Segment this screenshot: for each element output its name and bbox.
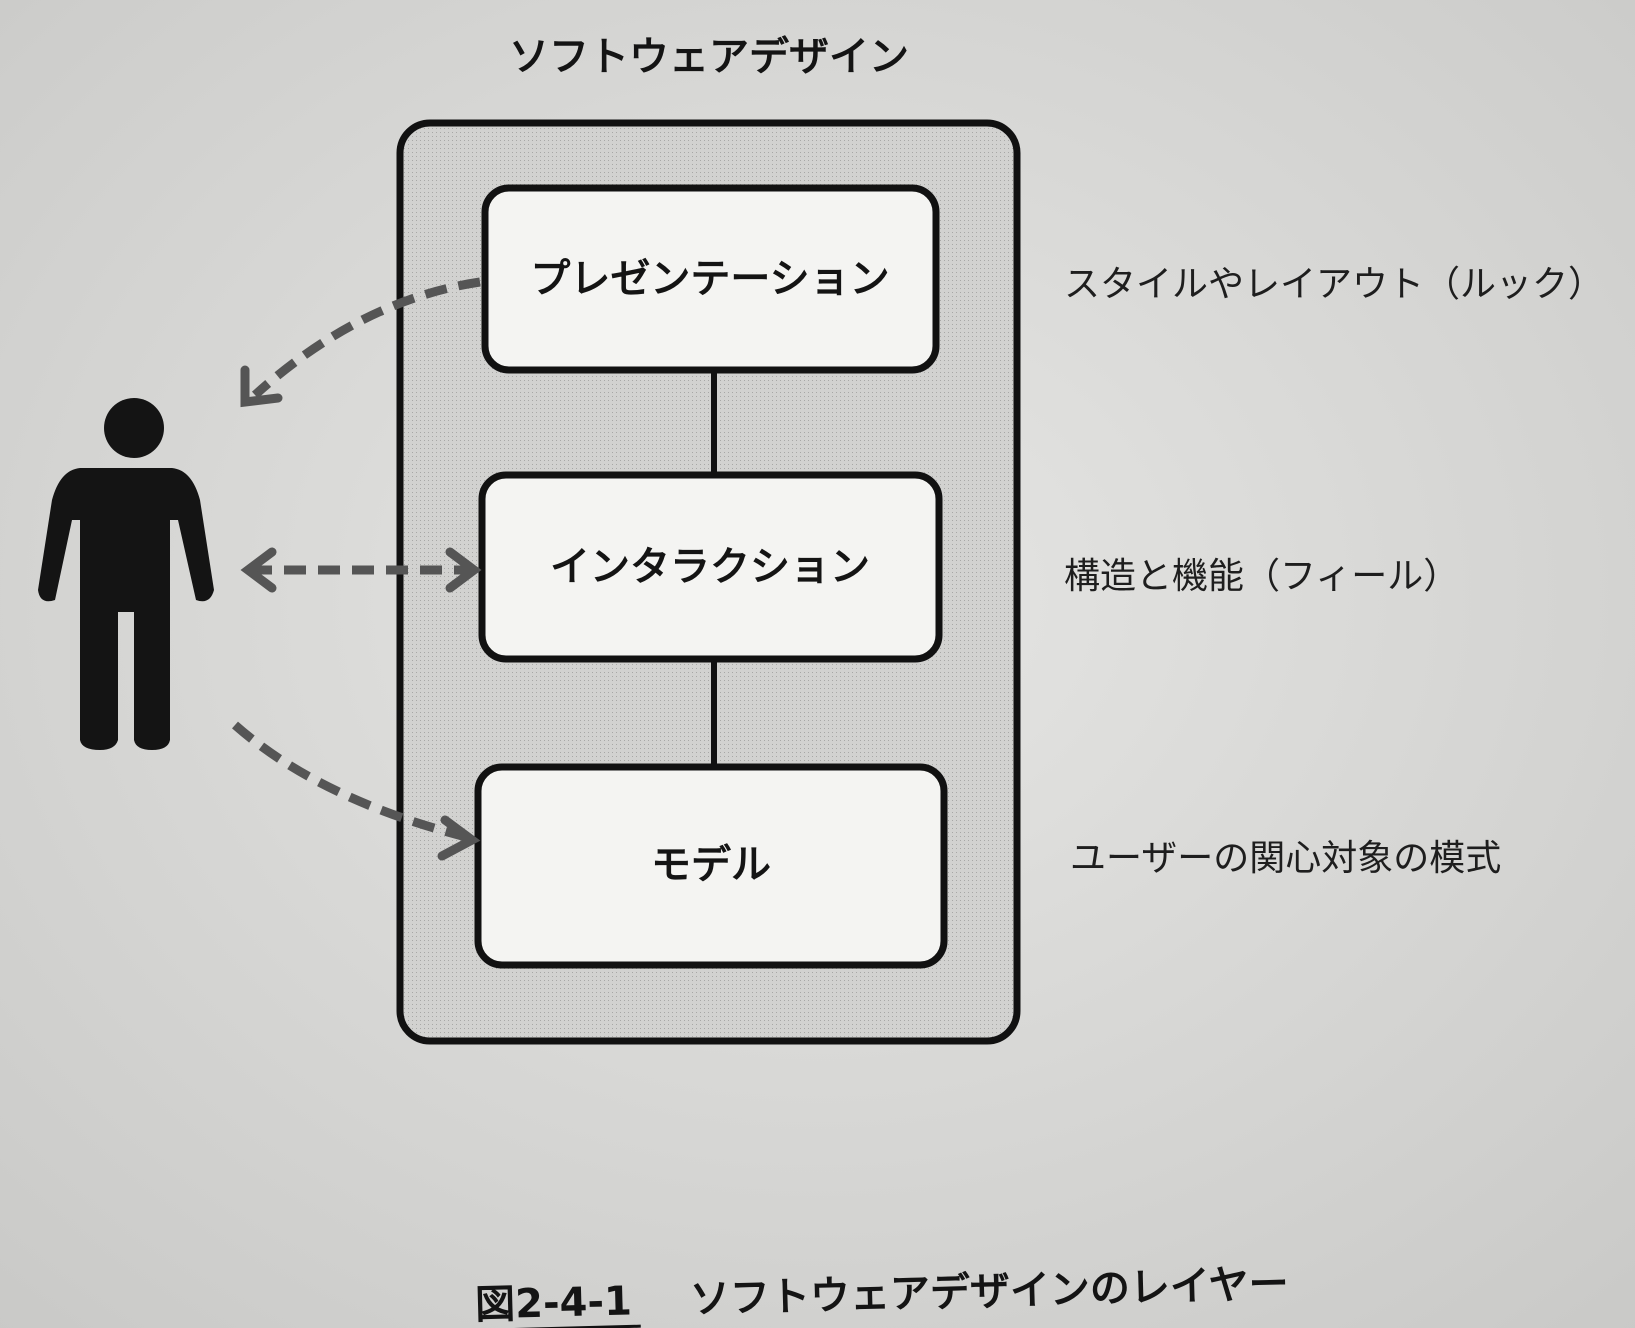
model-description: ユーザーの関心対象の模式 — [1070, 838, 1501, 879]
arrowhead-icon — [445, 547, 482, 593]
diagram-title: ソフトウェアデザイン — [509, 34, 909, 80]
layer-model: モデル — [474, 763, 948, 969]
presentation-description: スタイルやレイアウト（ルック） — [1064, 264, 1604, 305]
arrow-presentation-to-user — [251, 277, 481, 399]
arrowhead-icon — [437, 815, 481, 861]
interaction-description: 構造と機能（フィール） — [1064, 556, 1459, 597]
person-icon — [38, 398, 214, 750]
layer-label: プレゼンテーション — [530, 256, 889, 302]
arrowheads — [240, 365, 482, 861]
arrowhead-icon — [240, 547, 277, 593]
layer-label: インタラクション — [550, 544, 870, 590]
figure-number: 図2-4-1 — [475, 1278, 633, 1328]
arrow-user-to-model — [232, 721, 472, 843]
arrowhead-icon — [240, 365, 283, 408]
layer-label: モデル — [651, 842, 771, 888]
layer-presentation: プレゼンテーション — [481, 184, 940, 374]
dashed-arrows — [232, 277, 481, 843]
layer-interaction: インタラクション — [478, 471, 943, 663]
